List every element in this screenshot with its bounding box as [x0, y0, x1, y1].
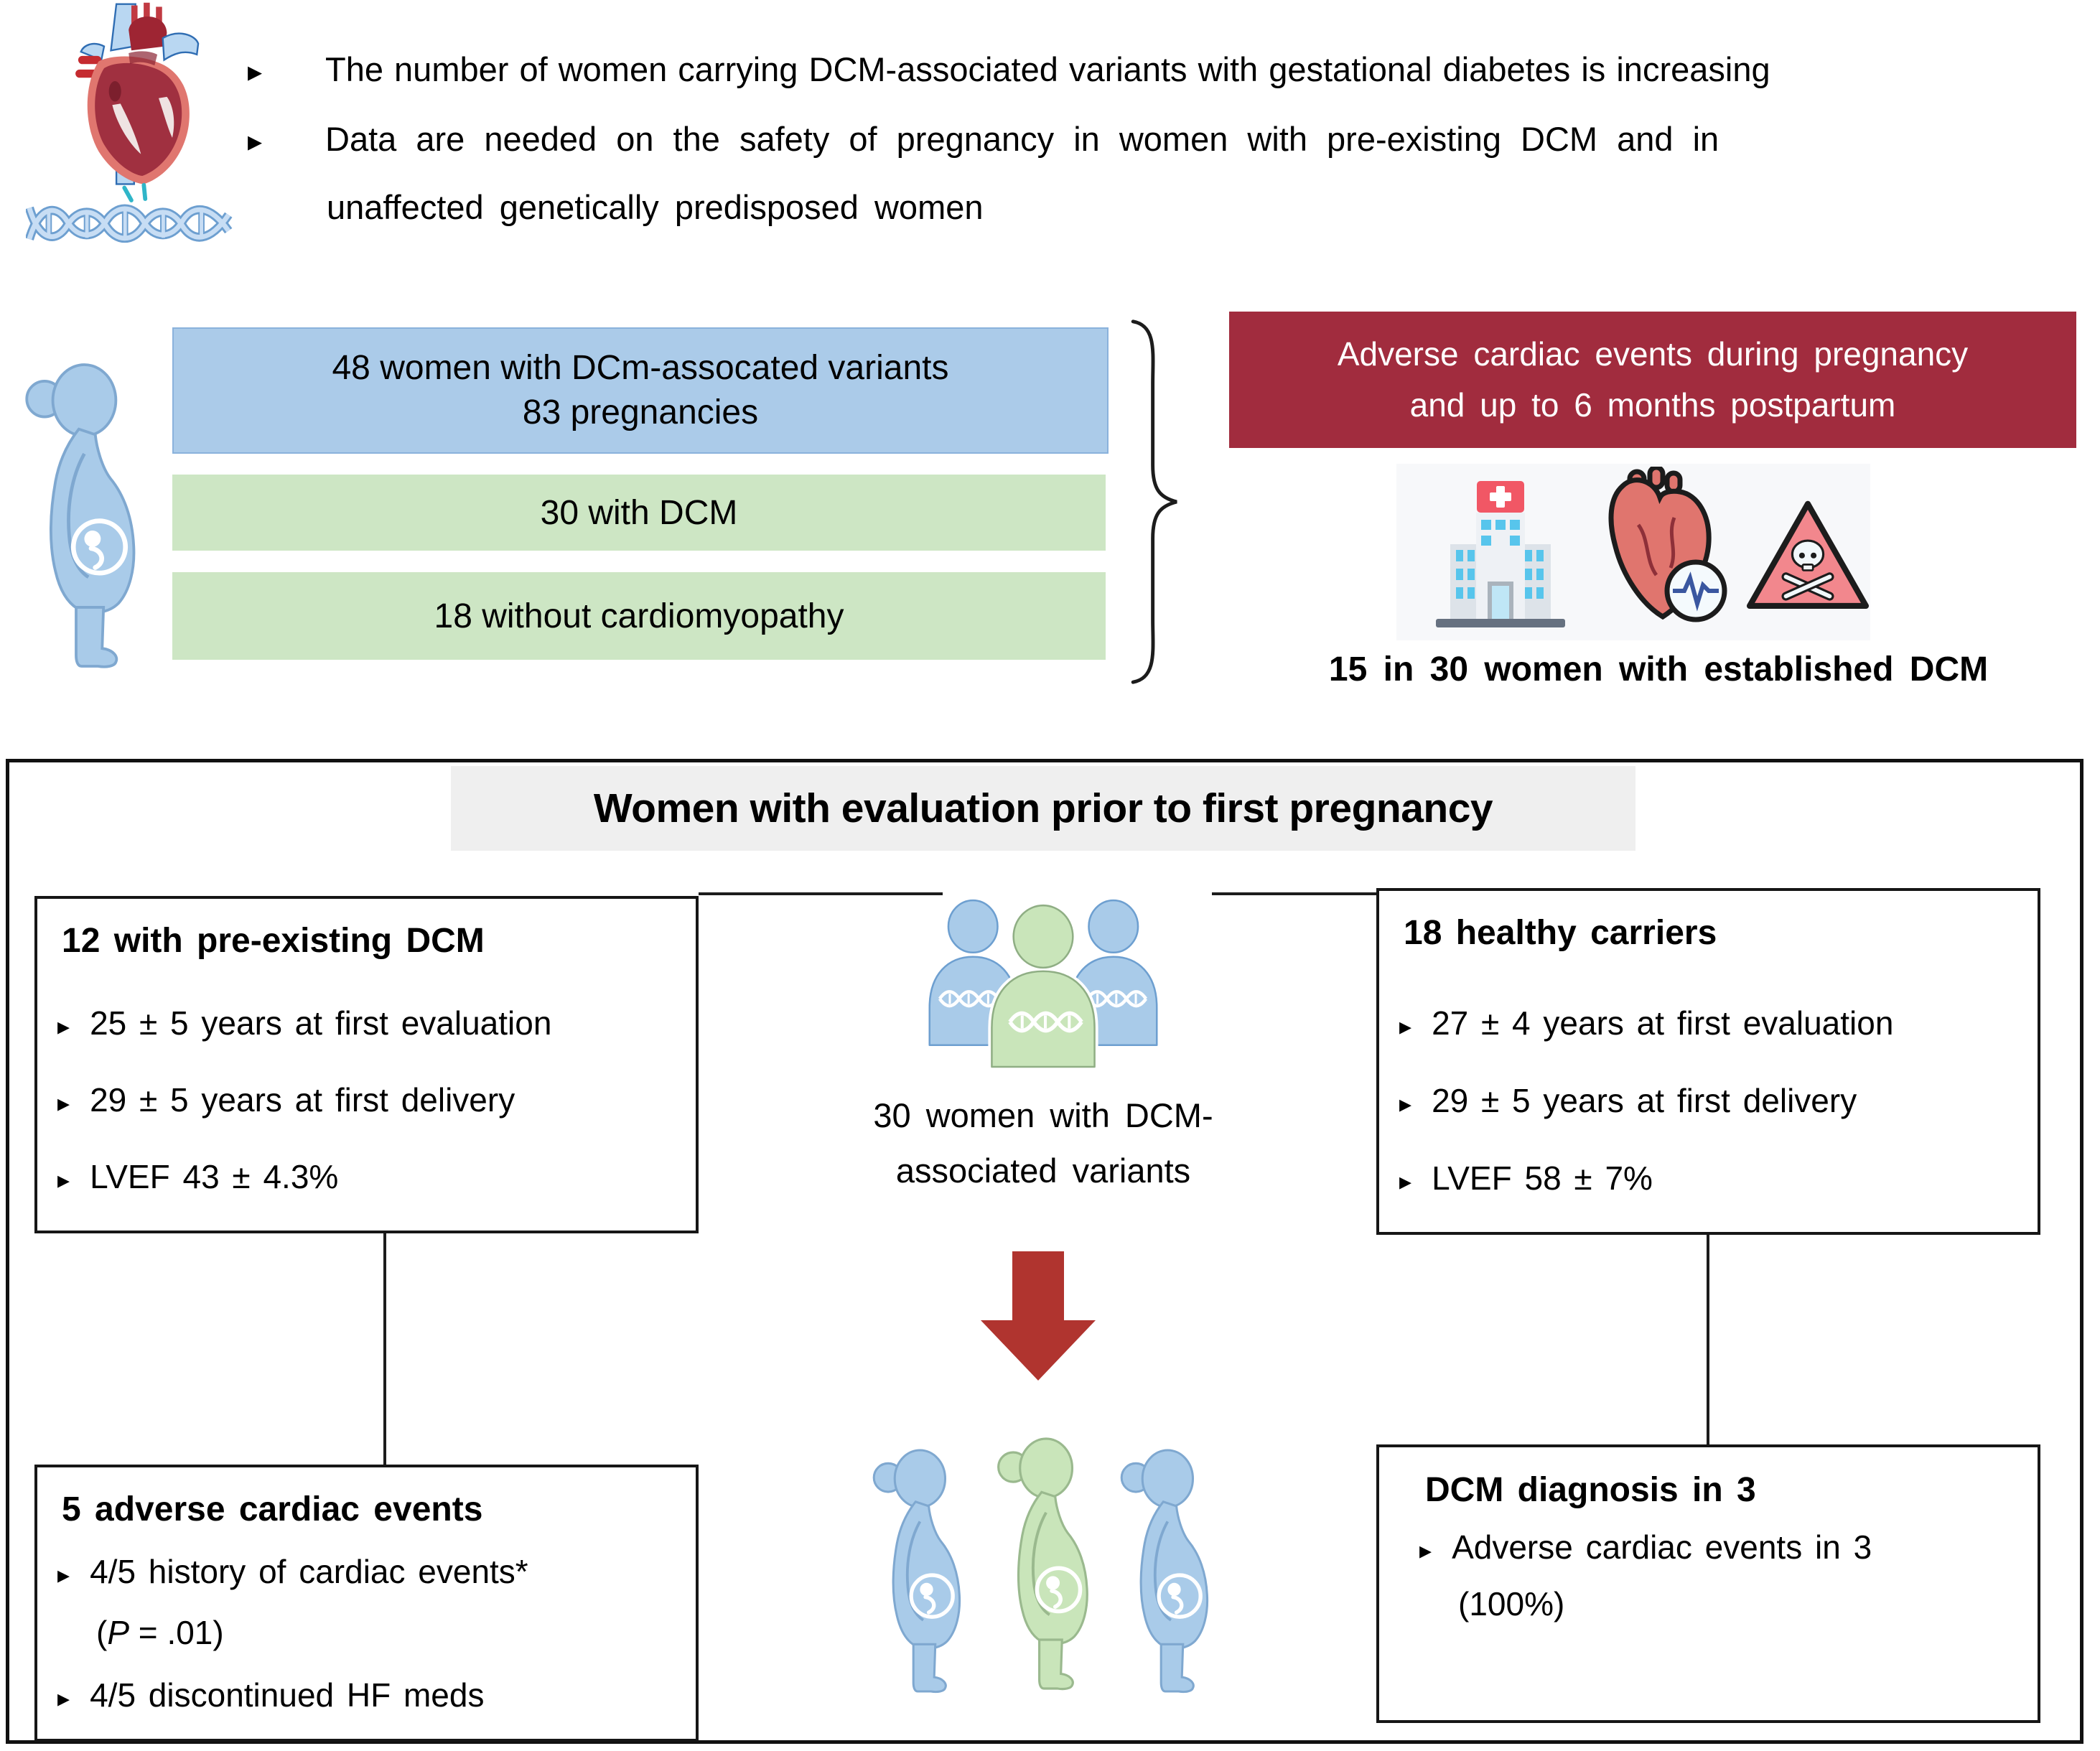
bullet-arrow-icon: ▸ — [1399, 1091, 1412, 1118]
cohort-box-no-cardiomyopathy: 18 without cardiomyopathy — [172, 572, 1106, 660]
bullet-arrow-icon: ▸ — [248, 126, 263, 157]
dcm-diagnosis-percentage: (100%) — [1458, 1585, 1565, 1622]
group-dna-icon — [928, 899, 1158, 1068]
connector-left — [699, 892, 943, 895]
top-summary: ▸ The number of women carrying DCM-assoc… — [0, 0, 2100, 316]
connector-down-right — [1707, 1235, 1709, 1444]
down-arrow-icon — [981, 1251, 1096, 1381]
pregnant-woman-icon — [16, 336, 167, 695]
list-item: ▸ Adverse cardiac events in 3 — [1419, 1528, 1872, 1566]
healthy-carriers-box — [1376, 888, 2040, 1235]
pre-existing-dcm-box — [34, 896, 699, 1233]
top-bullet-2: ▸ Data are needed on the safety of pregn… — [248, 120, 2086, 159]
banner-line1: Adverse cardiac events during pregnancy — [1337, 335, 1969, 373]
bullet-arrow-icon: ▸ — [57, 1685, 70, 1712]
bullet-arrow-icon: ▸ — [57, 1167, 70, 1194]
bullet-arrow-icon: ▸ — [57, 1013, 70, 1040]
evaluation-panel — [6, 759, 2083, 1744]
list-item: ▸ 25 ± 5 years at first evaluation — [57, 1004, 552, 1042]
connector-right — [1212, 892, 1376, 895]
top-bullet-1-text: The number of women carrying DCM-associa… — [325, 50, 1770, 88]
bullet-arrow-icon: ▸ — [1419, 1537, 1432, 1564]
connector-down-left — [383, 1233, 386, 1465]
center-caption-line1: 30 women with DCM- — [873, 1096, 1213, 1134]
pregnant-woman-icon — [989, 1398, 1114, 1729]
center-group-caption: 30 women with DCM- associated variants — [822, 1088, 1264, 1198]
list-item: ▸ 27 ± 4 years at first evaluation — [1399, 1004, 1894, 1042]
heart-pulse-icon — [1608, 467, 1727, 622]
p-value-note: (P = .01) — [96, 1614, 224, 1651]
dcm-diagnosis-box — [1376, 1444, 2040, 1723]
adverse-events-banner: Adverse cardiac events during pregnancy … — [1229, 312, 2076, 448]
pre-existing-dcm-title: 12 with pre-existing DCM — [62, 922, 485, 960]
bullet-arrow-icon: ▸ — [248, 56, 263, 88]
adverse-events-title: 5 adverse cardiac events — [62, 1490, 483, 1528]
list-item: ▸ LVEF 43 ± 4.3% — [57, 1158, 339, 1195]
healthy-carriers-title: 18 healthy carriers — [1404, 914, 1717, 952]
cohort-box-dcm: 30 with DCM — [172, 475, 1106, 551]
cohort-box-variants-line2: 83 pregnancies — [522, 393, 759, 431]
top-bullet-2-continued: unaffected genetically predisposed women — [327, 188, 984, 226]
pregnant-woman-icon — [1113, 1409, 1233, 1732]
list-item: ▸ 4/5 history of cardiac events* — [57, 1553, 528, 1590]
cohort-box-variants: 48 women with DCm-assocated variants 83 … — [172, 327, 1109, 454]
list-item: ▸ 29 ± 5 years at first delivery — [57, 1081, 515, 1119]
skull-hazard-icon — [1746, 500, 1870, 609]
outcome-caption: 15 in 30 women with established DCM — [1328, 650, 1989, 688]
dna-icon — [26, 182, 233, 243]
cohort-box-variants-line1: 48 women with DCm-assocated variants — [332, 349, 949, 387]
bullet-arrow-icon: ▸ — [1399, 1013, 1412, 1040]
dcm-diagnosis-title: DCM diagnosis in 3 — [1425, 1471, 1756, 1509]
adverse-events-box — [34, 1465, 699, 1742]
bullet-arrow-icon: ▸ — [57, 1561, 70, 1589]
banner-line2: and up to 6 months postpartum — [1409, 386, 1896, 424]
heart-anatomy-icon — [75, 2, 200, 185]
bullet-arrow-icon: ▸ — [57, 1090, 70, 1117]
top-bullet-1: ▸ The number of women carrying DCM-assoc… — [248, 50, 2086, 89]
hospital-icon — [1436, 481, 1565, 627]
center-caption-line2: associated variants — [895, 1152, 1191, 1190]
pregnant-woman-icon — [865, 1409, 986, 1732]
list-item: ▸ LVEF 58 ± 7% — [1399, 1159, 1653, 1197]
list-item: ▸ 29 ± 5 years at first delivery — [1399, 1082, 1857, 1119]
bullet-arrow-icon: ▸ — [1399, 1168, 1412, 1195]
list-item: ▸ 4/5 discontinued HF meds — [57, 1676, 485, 1714]
top-bullet-2-text: Data are needed on the safety of pregnan… — [325, 120, 1719, 158]
curly-brace — [1131, 319, 1177, 684]
panel-title: Women with evaluation prior to first pre… — [451, 766, 1635, 851]
